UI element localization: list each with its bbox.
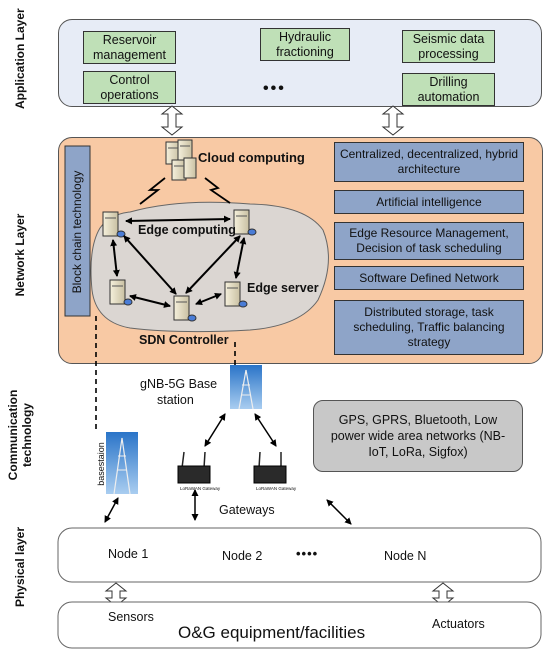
equipment-label: O&G equipment/facilities [178, 623, 366, 642]
app-box-seismic: Seismic data processing [402, 30, 495, 63]
blockchain-label: Block chain technology [70, 170, 84, 294]
lightning-left [139, 177, 166, 205]
feature-edge-resource: Edge Resource Management, Decision of ta… [334, 222, 524, 260]
blockchain-bar [64, 145, 91, 317]
cloud-computing-label: Cloud computing [198, 150, 305, 165]
app-network-link-right [381, 105, 405, 136]
gnb-label-line1: gNB-5G Base [140, 377, 218, 391]
app-box-reservoir: Reservoir management [83, 31, 176, 64]
edge-server-label: Edge server [247, 281, 319, 295]
app-ellipsis: ••• [263, 80, 286, 97]
basestation-label: basestaion [96, 442, 106, 486]
gateway-device-icon-1 [177, 451, 211, 484]
edge-server-icon-2 [233, 209, 257, 236]
sensors-label: Sensors [108, 610, 154, 624]
actuators-label: Actuators [432, 617, 485, 631]
node-dots: •••• [296, 546, 319, 561]
lightning-right [204, 177, 231, 204]
feature-storage: Distributed storage, task scheduling, Tr… [334, 300, 524, 355]
app-box-drilling: Drilling automation [402, 73, 495, 106]
gateway-device-label-2: LoRaWAN Gateway [256, 486, 297, 491]
app-box-hydraulic: Hydraulic fractioning [260, 28, 350, 61]
feature-ai: Artificial intelligence [334, 190, 524, 214]
gnb-tower-icon [230, 365, 262, 410]
gnb-label-line2: station [157, 393, 194, 407]
basestation-tower-icon [106, 432, 138, 495]
equipment-panel [57, 601, 542, 649]
edge-server-icon-1 [102, 211, 126, 238]
gateways-label: Gateways [219, 503, 275, 517]
gateway-device-label-1: LoRaWAN Gateway [180, 486, 221, 491]
app-network-link-left [160, 105, 184, 136]
comm-links [104, 413, 352, 525]
nodes-panel [57, 527, 542, 583]
app-box-control: Control operations [83, 71, 176, 104]
feature-architecture: Centralized, decentralized, hybrid archi… [334, 142, 524, 182]
sdn-controller-label: SDN Controller [139, 333, 229, 347]
edge-server-icon-4 [173, 295, 197, 322]
protocols-box: GPS, GPRS, Bluetooth, Low power wide are… [313, 400, 523, 472]
feature-sdn: Software Defined Network [334, 266, 524, 290]
protocols-text: GPS, GPRS, Bluetooth, Low power wide are… [330, 413, 506, 459]
node-2-label: Node 2 [222, 549, 263, 563]
edge-computing-label: Edge computing [138, 223, 236, 237]
edge-links [110, 215, 247, 308]
node-n-label: Node N [384, 549, 427, 563]
cloud-server-icon [165, 139, 197, 181]
node-1-label: Node 1 [108, 547, 149, 561]
gateway-device-icon-2 [253, 451, 287, 484]
